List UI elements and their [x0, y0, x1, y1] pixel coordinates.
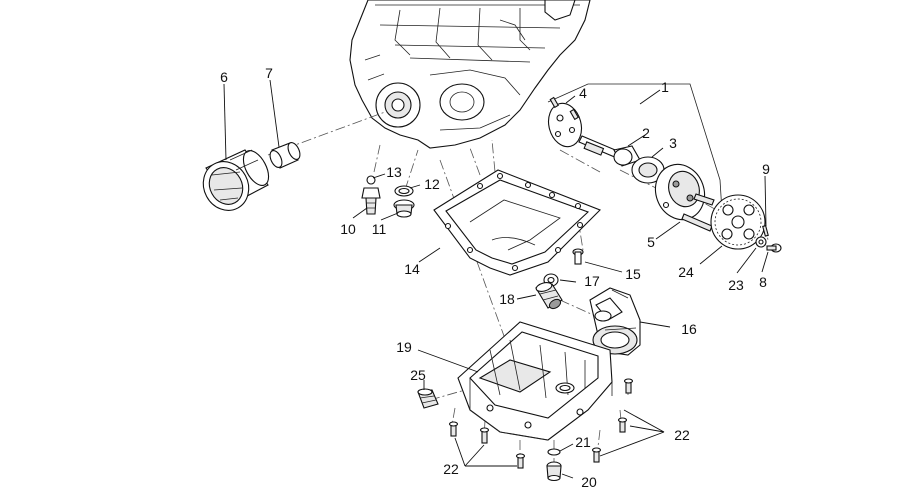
- callout-12: 12: [424, 176, 440, 192]
- callout-20: 20: [581, 474, 597, 489]
- oil-pan: [457, 321, 613, 441]
- callout-15: 15: [625, 266, 641, 282]
- pan-bolts: [448, 378, 634, 469]
- crankcase: [349, 0, 591, 149]
- callout-4: 4: [579, 85, 587, 101]
- drain-plug: [546, 461, 562, 482]
- callout-21: 21: [575, 434, 591, 450]
- callout-6: 6: [220, 69, 228, 85]
- ring-13: [366, 175, 376, 185]
- callout-1: 1: [661, 79, 669, 95]
- callout-13: 13: [386, 164, 402, 180]
- callout-7: 7: [265, 65, 273, 81]
- callout-14: 14: [404, 261, 420, 277]
- washer-21: [547, 448, 561, 456]
- callout-labels: 1 2 3 4 5 6 7 8 9 10 11 12 13 14 15 16 1…: [220, 65, 770, 489]
- callout-18: 18: [499, 291, 515, 307]
- callout-5: 5: [647, 234, 655, 250]
- callout-9: 9: [762, 161, 770, 177]
- inner-rotor: [613, 145, 641, 167]
- callout-11: 11: [372, 221, 387, 237]
- gasket: [433, 169, 601, 276]
- callout-22-right: 22: [674, 427, 690, 443]
- plug-11: [393, 199, 415, 218]
- callout-19: 19: [396, 339, 412, 355]
- callout-8: 8: [759, 274, 767, 290]
- screw-8: [766, 243, 782, 253]
- oil-filter: [202, 149, 270, 211]
- bolt-15: [572, 248, 584, 265]
- callout-24: 24: [678, 264, 694, 280]
- leader-lines: [223, 79, 769, 479]
- pin-9: [762, 224, 769, 237]
- callout-25: 25: [410, 367, 426, 383]
- pressure-switch: [361, 187, 381, 215]
- callout-10: 10: [340, 221, 356, 237]
- driven-gear: [710, 194, 766, 250]
- callout-23: 23: [728, 277, 744, 293]
- callout-2: 2: [642, 125, 650, 141]
- callout-22-left: 22: [443, 461, 459, 477]
- outer-rotor: [631, 156, 665, 184]
- pickup-housing: [589, 287, 641, 356]
- pump-body: [654, 163, 706, 221]
- sleeve: [269, 142, 301, 169]
- callout-3: 3: [669, 135, 677, 151]
- pump-pins: [549, 96, 579, 121]
- callout-16: 16: [681, 321, 697, 337]
- strainer: [535, 282, 563, 310]
- callout-17: 17: [584, 273, 600, 289]
- drain-fitting: [417, 388, 439, 409]
- pump-bolts: [681, 193, 715, 232]
- kit-bracket: [547, 83, 723, 213]
